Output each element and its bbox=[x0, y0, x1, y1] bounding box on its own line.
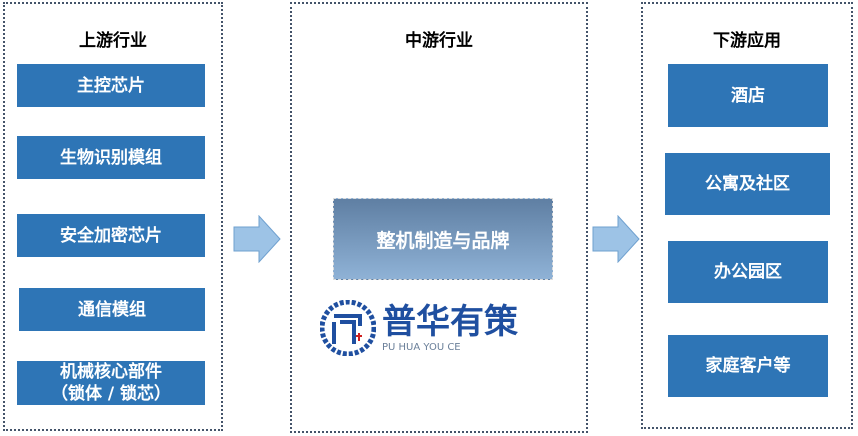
downstream-panel: 下游应用 bbox=[641, 2, 853, 429]
right-arrow-icon bbox=[592, 215, 640, 263]
downstream-title: 下游应用 bbox=[713, 31, 781, 51]
downstream-item: 办公园区 bbox=[667, 240, 829, 304]
puhua-logo-icon bbox=[320, 300, 376, 356]
midstream-item: 整机制造与品牌 bbox=[333, 198, 553, 280]
upstream-item: 机械核心部件 （锁体 / 锁芯） bbox=[16, 360, 206, 406]
upstream-panel: 上游行业 bbox=[3, 2, 223, 431]
downstream-item: 酒店 bbox=[667, 63, 829, 128]
downstream-item: 家庭客户等 bbox=[667, 334, 829, 398]
watermark-pinyin: PU HUA YOU CE bbox=[382, 341, 461, 353]
upstream-item: 安全加密芯片 bbox=[16, 213, 206, 258]
midstream-panel: 中游行业 bbox=[290, 2, 588, 433]
upstream-item: 主控芯片 bbox=[16, 63, 206, 108]
watermark-name: 普华有策 bbox=[382, 301, 518, 342]
upstream-item: 生物识别模组 bbox=[16, 135, 206, 180]
right-arrow-icon bbox=[233, 215, 281, 263]
downstream-item: 公寓及社区 bbox=[664, 152, 831, 216]
upstream-title: 上游行业 bbox=[79, 31, 147, 51]
upstream-item: 通信模组 bbox=[18, 287, 206, 332]
midstream-title: 中游行业 bbox=[405, 31, 473, 51]
watermark-logo: 普华有策 PU HUA YOU CE bbox=[320, 300, 518, 356]
